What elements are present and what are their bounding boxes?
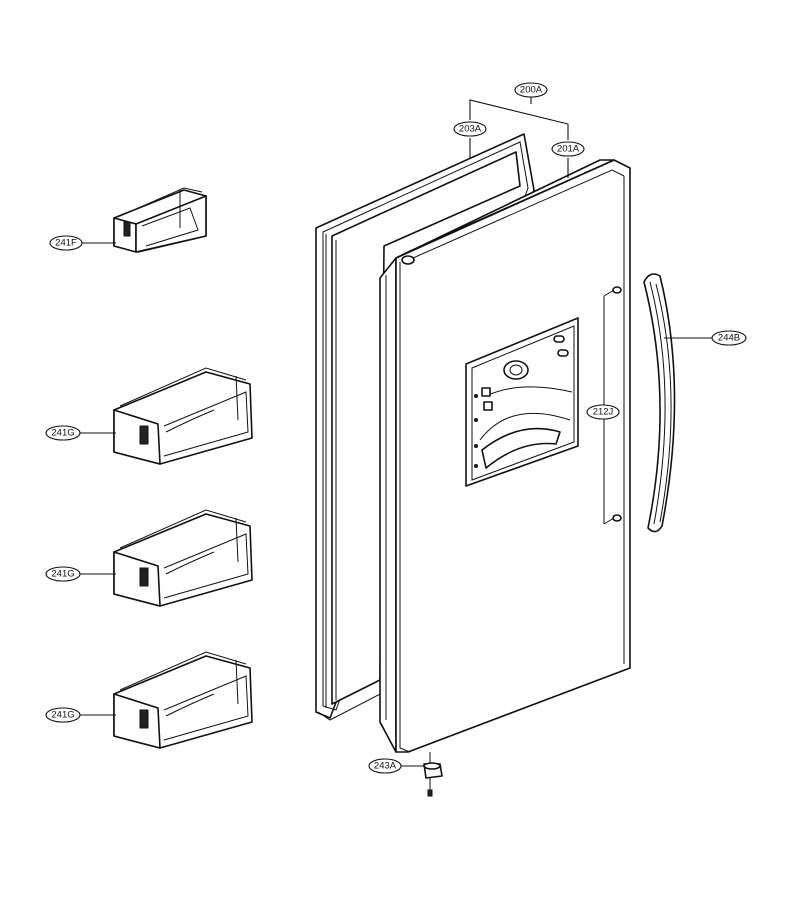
door-handle [643,273,676,533]
callout-241G-2: 241G [45,566,81,582]
leader-lines [80,97,712,767]
callout-label: 203A [459,124,482,135]
callout-244B: 244B [711,330,747,346]
callout-201A: 201A [551,141,585,157]
callout-label: 244B [718,333,740,344]
callout-label: 201A [557,144,580,155]
callout-241F: 241F [49,235,83,251]
callout-243A: 243A [368,758,402,774]
dispenser-recess [465,317,579,487]
callout-241G-3: 241G [45,707,81,723]
callout-label: 241F [55,238,77,249]
hinge [423,752,443,797]
callout-203A: 203A [453,121,487,137]
callout-label: 243A [374,761,397,772]
callout-label: 200A [520,85,543,96]
callout-212J: 212J [586,404,620,420]
callout-241G-1: 241G [45,425,81,441]
door-basket-2 [113,509,253,607]
door-basket-3 [113,651,253,749]
callout-label: 241G [51,569,74,580]
callout-label: 241G [51,710,74,721]
callout-200A: 200A [514,82,548,98]
callout-label: 212J [593,407,614,418]
callout-label: 241G [51,428,74,439]
door-basket-1 [113,367,253,465]
small-door-basket [113,187,207,253]
